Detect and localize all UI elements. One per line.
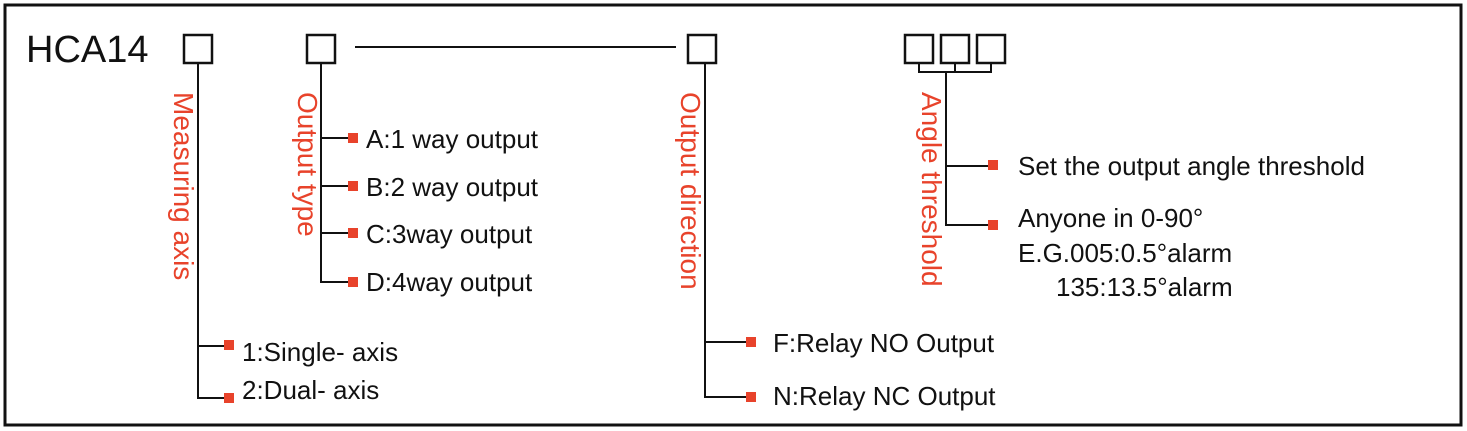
output-direction-title: Output direction <box>675 92 706 290</box>
option-single-axis: 1:Single- axis <box>242 337 398 367</box>
code-box-output-direction <box>686 33 718 65</box>
option-dual-axis: 2:Dual- axis <box>242 375 379 405</box>
code-box-output-type <box>305 33 337 65</box>
example-135: 135:13.5°alarm <box>1056 272 1233 302</box>
option-marker <box>348 181 358 191</box>
model-code: HCA14 <box>26 29 149 71</box>
option-set-threshold: Set the output angle threshold <box>1018 151 1365 181</box>
option-marker <box>348 228 358 238</box>
option-c-3-way: C:3way output <box>366 219 533 249</box>
code-box-angle-1 <box>903 33 935 65</box>
measuring-axis-group: Measuring axis 1:Single- axis 2:Dual- ax… <box>168 63 398 405</box>
option-marker <box>348 277 358 287</box>
code-box-angle-3 <box>975 33 1007 65</box>
output-type-group: Output type A:1 way output B:2 way outpu… <box>292 63 539 297</box>
option-marker <box>988 160 998 170</box>
option-anyone-range: Anyone in 0-90° <box>1018 203 1203 233</box>
measuring-axis-title: Measuring axis <box>168 92 199 280</box>
output-type-title: Output type <box>292 92 323 237</box>
option-marker <box>988 220 998 230</box>
code-box-measuring-axis <box>182 33 214 65</box>
code-box-angle-2 <box>939 33 971 65</box>
option-marker <box>746 392 756 402</box>
angle-threshold-group: Angle threshold Set the output angle thr… <box>916 63 1365 302</box>
option-relay-no: F:Relay NO Output <box>773 328 995 358</box>
option-b-2-way: B:2 way output <box>366 172 539 202</box>
example-005: E.G.005:0.5°alarm <box>1018 238 1232 268</box>
output-direction-group: Output direction F:Relay NO Output N:Rel… <box>675 63 996 411</box>
option-relay-nc: N:Relay NC Output <box>773 381 996 411</box>
option-marker <box>224 340 234 350</box>
diagram-border <box>3 3 1463 427</box>
angle-threshold-title: Angle threshold <box>916 92 947 287</box>
option-d-4-way: D:4way output <box>366 267 533 297</box>
option-marker <box>224 393 234 403</box>
option-marker <box>746 337 756 347</box>
option-marker <box>348 133 358 143</box>
option-a-1-way: A:1 way output <box>366 124 539 154</box>
